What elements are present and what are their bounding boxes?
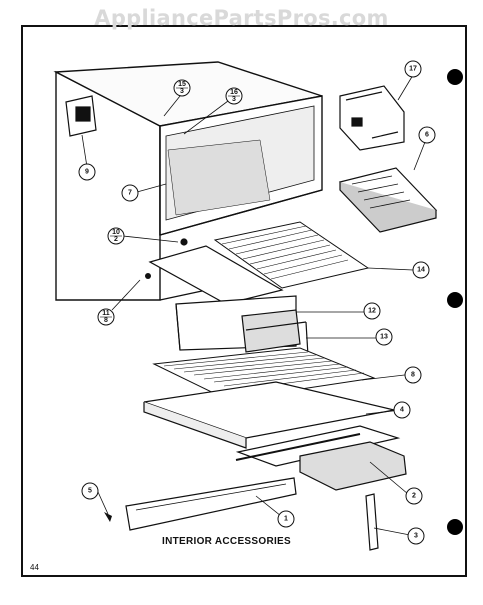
callout-1: 1: [277, 510, 295, 528]
svg-text:9: 9: [85, 169, 89, 176]
callout-11: 11 8: [97, 308, 115, 326]
part-3-support: [365, 493, 379, 551]
callout-3: 3: [407, 527, 425, 545]
svg-text:4: 4: [400, 407, 404, 414]
page-number: 44: [30, 563, 39, 572]
callout-10: 10 2: [107, 227, 125, 245]
svg-text:8: 8: [104, 317, 108, 324]
callout-12: 12: [363, 302, 381, 320]
callout-2: 2: [405, 487, 423, 505]
callout-9: 9: [78, 163, 96, 181]
svg-text:3: 3: [414, 533, 418, 540]
part-9-bracket: [65, 95, 97, 137]
part-8-wire-shelf: [152, 347, 376, 401]
callout-7: 7: [121, 184, 139, 202]
svg-text:2: 2: [114, 236, 118, 243]
watermark-text: AppliancePartsPros.com: [94, 6, 389, 30]
svg-text:17: 17: [409, 66, 417, 73]
svg-text:16: 16: [230, 89, 238, 96]
svg-text:5: 5: [88, 488, 92, 495]
binder-hole-middle: [447, 292, 463, 308]
svg-text:6: 6: [425, 132, 429, 139]
callout-4: 4: [393, 401, 411, 419]
part-10-plate: [148, 238, 284, 305]
part-4-crisper-cover: [143, 381, 395, 449]
callout-6: 6: [418, 126, 436, 144]
part-1-trim: [125, 477, 297, 531]
frame-border: [21, 25, 467, 577]
svg-text:15: 15: [178, 81, 186, 88]
callout-15: 15 3: [173, 79, 191, 97]
svg-text:12: 12: [368, 308, 376, 315]
diagram-caption: INTERIOR ACCESSORIES: [162, 536, 291, 547]
part-11-screw: [145, 273, 151, 279]
callout-5: 5: [81, 482, 99, 500]
part-13-rail: [245, 321, 309, 357]
svg-text:10: 10: [112, 229, 120, 236]
part-6-ice-tray: [338, 167, 438, 233]
callout-13: 13: [375, 328, 393, 346]
svg-text:3: 3: [180, 88, 184, 95]
binder-hole-bottom: [447, 519, 463, 535]
part-12-drawer: [175, 295, 301, 353]
svg-text:13: 13: [380, 334, 388, 341]
part-2-crisper-pan: [235, 425, 407, 491]
leader-lines: [81, 74, 426, 536]
freezer-liner: [53, 61, 323, 301]
svg-text:7: 7: [128, 190, 132, 197]
callout-14: 14: [412, 261, 430, 279]
callout-16: 16 3: [225, 87, 243, 105]
svg-text:11: 11: [102, 310, 110, 317]
callout-8: 8: [404, 366, 422, 384]
part-17-ice-maker: [339, 85, 405, 151]
svg-text:14: 14: [417, 267, 425, 274]
binder-hole-top: [447, 69, 463, 85]
svg-text:2: 2: [412, 493, 416, 500]
part-5-screw: [104, 512, 112, 522]
svg-text:1: 1: [284, 516, 288, 523]
svg-text:3: 3: [232, 96, 236, 103]
callout-17: 17: [404, 60, 422, 78]
svg-text:8: 8: [411, 372, 415, 379]
